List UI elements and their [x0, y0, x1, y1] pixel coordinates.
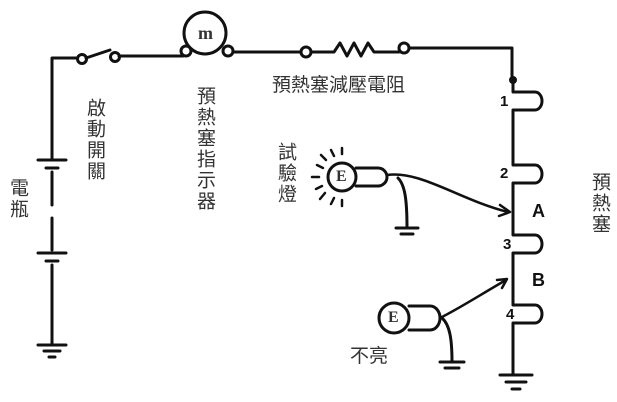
- test-lamp-label: 試驗燈: [275, 142, 297, 205]
- lamp-symbol-lit: E: [336, 168, 347, 185]
- meter-symbol: m: [198, 23, 213, 43]
- glow-plug-label: 預熱塞: [589, 172, 611, 235]
- start-switch-icon: [76, 48, 185, 65]
- glow-resistor-label: 預熱塞減壓電阻: [272, 74, 406, 96]
- light-rays-icon: [310, 146, 344, 208]
- battery-icon: [36, 158, 68, 263]
- lamp-symbol-unlit: E: [388, 309, 399, 326]
- plug-number-1: 1: [500, 93, 509, 110]
- test-lamp-lit-icon: [310, 146, 512, 236]
- point-a-label: A: [532, 201, 545, 221]
- indicator-meter-icon: [179, 10, 303, 58]
- not-lit-label: 不亮: [350, 345, 389, 367]
- battery-wire: [50, 56, 80, 347]
- plug-number-4: 4: [506, 306, 515, 323]
- test-lamp-unlit-icon: [377, 277, 509, 370]
- ground-icon: [36, 343, 68, 359]
- point-b-label: B: [532, 270, 545, 290]
- start-switch-label: 啟動開關: [84, 98, 106, 182]
- battery-label: 電瓶: [7, 178, 29, 220]
- glow-plug-chain: [498, 76, 544, 391]
- plug-number-2: 2: [500, 165, 509, 182]
- glow-indicator-label: 預熱塞指示器: [194, 86, 216, 212]
- resistor-icon: [299, 41, 514, 82]
- plug-number-3: 3: [503, 236, 512, 253]
